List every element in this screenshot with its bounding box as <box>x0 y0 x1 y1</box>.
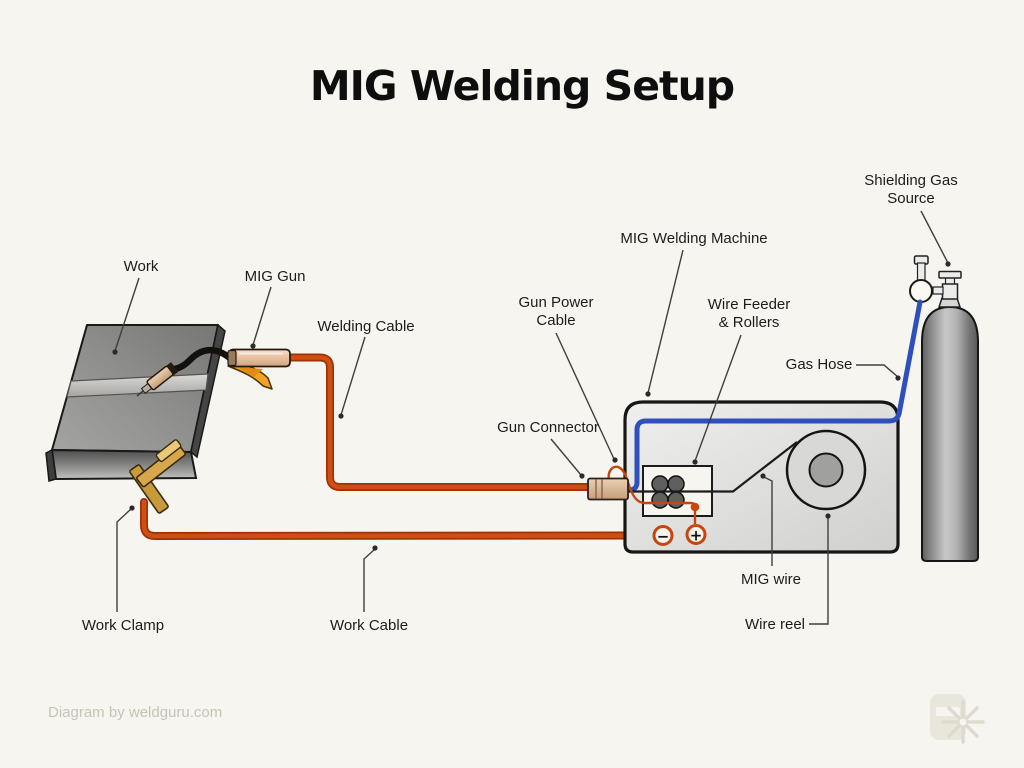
gun-power-cable <box>607 465 700 524</box>
label-gun-connector: Gun Connector <box>497 419 599 436</box>
mig-gun <box>136 346 291 397</box>
work-cable <box>140 498 657 541</box>
mig-wire <box>620 441 798 493</box>
weldguru-logo <box>930 694 985 744</box>
label-gun-power-cable: Gun Power Cable <box>518 294 594 329</box>
label-wire-feeder: Wire Feeder & Rollers <box>707 296 791 331</box>
gas-cylinder <box>909 255 979 562</box>
gun-connector <box>587 477 629 501</box>
positive-sign: + <box>690 527 703 545</box>
label-work: Work <box>123 258 159 275</box>
cylinder-valve <box>932 270 962 300</box>
label-shielding-gas-source: Shielding Gas Source <box>864 172 958 207</box>
regulator-gauge <box>909 255 933 303</box>
label-work-cable: Work Cable <box>329 617 409 634</box>
credit-text: Diagram by weldguru.com <box>48 704 223 721</box>
label-mig-wire: MIG wire <box>741 571 801 588</box>
label-gas-hose: Gas Hose <box>785 356 853 373</box>
wire-reel <box>785 429 867 511</box>
label-welding-cable: Welding Cable <box>317 318 415 335</box>
wire-stickout <box>136 390 144 397</box>
label-mig-gun: MIG Gun <box>244 268 306 285</box>
leader-lines <box>114 210 949 625</box>
label-mig-welding-machine: MIG Welding Machine <box>620 230 768 247</box>
work-clamp <box>129 439 186 514</box>
negative-sign: − <box>657 528 670 546</box>
diagram-title: MIG Welding Setup <box>309 62 735 110</box>
label-wire-reel: Wire reel <box>744 616 806 633</box>
gas-hose <box>617 299 923 493</box>
work-piece <box>45 323 226 482</box>
gun-body <box>228 348 291 368</box>
welding-cable <box>282 353 594 491</box>
positive-terminal: + <box>685 524 707 545</box>
negative-terminal: − <box>652 525 674 546</box>
leader-dots <box>112 261 951 551</box>
label-work-clamp: Work Clamp <box>81 617 165 634</box>
